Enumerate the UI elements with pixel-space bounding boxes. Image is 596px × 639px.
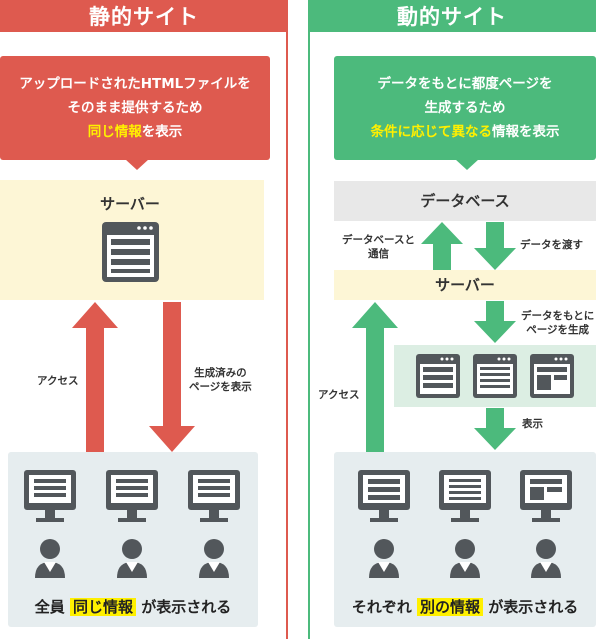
monitor-icon (439, 470, 491, 522)
dynamic-callout-highlight: 条件に応じて異なる (370, 124, 493, 140)
db-comm-label-line2: 通信 (367, 248, 389, 260)
user-icon (117, 539, 147, 578)
server-icon (102, 222, 159, 282)
monitor-icon (520, 470, 572, 522)
dynamic-result-text: それぞれ 別の情報 が表示される (334, 596, 596, 617)
db-pass-label: データを渡す (520, 239, 583, 251)
monitor-icon (188, 470, 240, 522)
static-callout-highlight: 同じ情報 (87, 124, 142, 140)
db-comm-up-arrow (421, 222, 463, 270)
database-label: データベース (420, 192, 510, 210)
generate-label-line1: データをもとに (521, 310, 595, 322)
dynamic-server-box (334, 270, 596, 300)
monitor-icon (24, 470, 76, 522)
dynamic-site-title: 動的サイト (308, 0, 596, 32)
static-delivery-label-line1: 生成済みの (194, 367, 247, 379)
static-callout-after: を表示 (141, 124, 183, 140)
page-icon (530, 354, 574, 398)
static-users-icons (24, 470, 240, 578)
generate-label: データをもとに ページを生成 (521, 309, 594, 337)
dynamic-callout-pointer (455, 159, 479, 170)
static-site-title: 静的サイト (0, 0, 288, 32)
static-access-label: アクセス (37, 375, 79, 387)
static-callout-pointer (125, 159, 149, 170)
user-icon (369, 539, 399, 578)
dynamic-access-up-arrow (352, 302, 398, 452)
dynamic-callout-after: 情報を表示 (492, 124, 560, 140)
static-result-text: 全員 同じ情報 が表示される (8, 596, 258, 617)
generate-down-arrow (474, 301, 516, 343)
static-delivery-label-line2: ページを表示 (189, 381, 252, 393)
static-frame-right-border (286, 0, 288, 639)
user-icon (35, 539, 65, 578)
static-access-up-arrow (72, 302, 118, 452)
static-result-highlight: 同じ情報 (69, 598, 136, 616)
user-icon (450, 539, 480, 578)
static-result-prefix: 全員 (34, 598, 65, 616)
page-icon (416, 354, 460, 398)
dynamic-callout: データをもとに都度ページを 生成するため 条件に応じて異なる情報を表示 (334, 56, 596, 160)
static-callout-line2: そのまま提供するため (67, 100, 203, 116)
static-delivery-label: 生成済みの ページを表示 (189, 366, 252, 394)
static-delivery-down-arrow (149, 302, 195, 452)
generate-label-line2: ページを生成 (526, 324, 590, 336)
dynamic-callout-line3: 条件に応じて異なる情報を表示 (334, 120, 596, 144)
static-callout-line3: 同じ情報を表示 (0, 120, 270, 144)
monitor-icon (358, 470, 410, 522)
user-icon (531, 539, 561, 578)
dynamic-users-icons (358, 470, 572, 578)
db-pass-down-arrow (474, 222, 516, 270)
dynamic-access-label: アクセス (318, 389, 360, 401)
page-icon (473, 354, 517, 398)
db-comm-label: データベースと 通信 (342, 233, 415, 261)
static-callout-line1: アップロードされたHTMLファイルを (19, 76, 251, 92)
static-callout: アップロードされたHTMLファイルを そのまま提供するため 同じ情報を表示 (0, 56, 270, 160)
generated-pages-icons (416, 354, 574, 398)
display-down-arrow (474, 408, 516, 450)
static-result-suffix: が表示される (141, 598, 232, 616)
user-icon (199, 539, 229, 578)
db-comm-label-line1: データベースと (342, 234, 415, 246)
dynamic-result-highlight: 別の情報 (416, 598, 483, 616)
dynamic-callout-line2: 生成するため (424, 100, 506, 116)
display-label: 表示 (522, 418, 543, 430)
dynamic-frame-left-border (308, 0, 310, 639)
dynamic-result-suffix: が表示される (488, 598, 579, 616)
static-server-label: サーバー (100, 195, 160, 213)
dynamic-callout-line1: データをもとに都度ページを (377, 76, 553, 92)
monitor-icon (106, 470, 158, 522)
database-box (334, 181, 596, 221)
dynamic-server-label: サーバー (435, 276, 495, 294)
dynamic-result-prefix: それぞれ (351, 598, 412, 616)
